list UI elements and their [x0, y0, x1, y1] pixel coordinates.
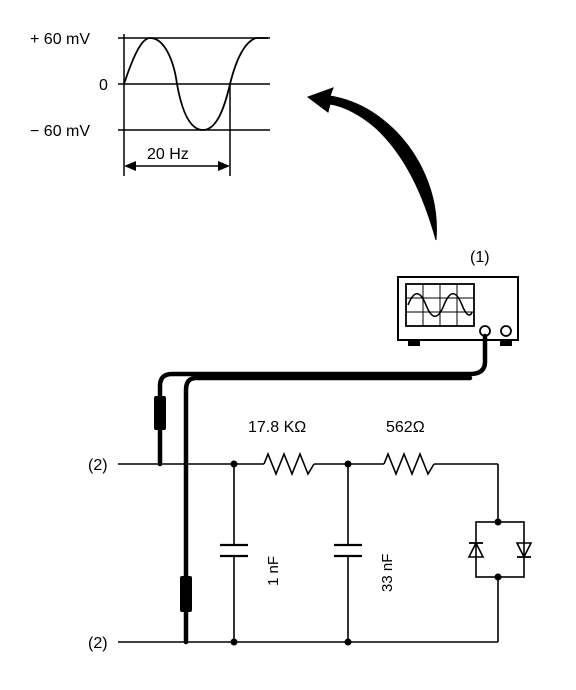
junction-dot — [230, 638, 238, 646]
frequency-label: 20 Hz — [147, 146, 189, 163]
resistor-562 — [383, 451, 435, 477]
minus-60-mv-label: − 60 mV — [30, 123, 90, 140]
junction-dot — [494, 518, 502, 526]
screen-trace — [407, 292, 473, 318]
probe-cable-ground — [183, 375, 473, 579]
diode-up — [467, 541, 485, 558]
capacitor-33nf-label: 33 nF — [379, 554, 396, 592]
probe-tip — [154, 396, 166, 430]
resistor-562-label: 562Ω — [386, 419, 425, 436]
period-arrow-right-head — [218, 161, 230, 171]
plus-60-mv-label: + 60 mV — [30, 31, 90, 48]
probe-ground-clip — [180, 576, 192, 612]
junction-dot — [344, 460, 352, 468]
filter-circuit: (2) (2) — [88, 419, 533, 652]
resistor-17k8 — [263, 451, 315, 477]
oscilloscope-connector — [500, 325, 512, 337]
terminal-top-label: (2) — [88, 457, 108, 474]
oscilloscope-label: (1) — [470, 249, 490, 266]
junction-dot — [344, 638, 352, 646]
terminal-bottom-label: (2) — [88, 635, 108, 652]
capacitor-1nf-label: 1 nF — [265, 556, 282, 586]
junction-dot — [494, 573, 502, 581]
probe-cable-upper — [157, 333, 488, 399]
waveform-plot: + 60 mV 0 − 60 mV 20 Hz — [30, 31, 270, 176]
oscilloscope: (1) — [397, 249, 519, 346]
curved-arrow — [306, 87, 437, 241]
sine-wave — [123, 37, 268, 131]
resistor-17k8-label: 17.8 KΩ — [248, 419, 306, 436]
zero-label: 0 — [99, 77, 108, 94]
junction-dot — [230, 460, 238, 468]
diode-down — [515, 542, 533, 559]
oscilloscope-foot — [500, 340, 512, 346]
oscilloscope-foot — [408, 340, 420, 346]
diode-pair-frame — [475, 521, 525, 578]
period-arrow-left-head — [124, 161, 136, 171]
